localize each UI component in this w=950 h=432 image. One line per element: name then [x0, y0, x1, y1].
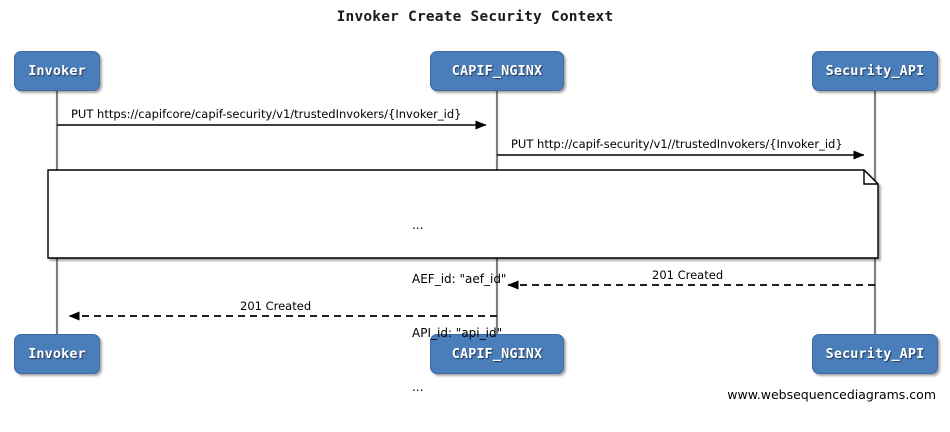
diagram-canvas — [47, 91, 879, 334]
footer-credit: www.websequencediagrams.com — [727, 387, 936, 402]
note-line: ... — [412, 218, 424, 232]
note-line: API_id: "api_id" — [412, 326, 503, 340]
participant-security-api-bottom[interactable]: Security_API — [812, 334, 938, 374]
participant-label: CAPIF_NGINX — [451, 346, 543, 362]
participant-capif-nginx-bottom[interactable]: CAPIF_NGINX — [430, 334, 564, 374]
message-label-201-created-capif-nginx: 201 Created — [240, 299, 312, 313]
participant-invoker-top[interactable]: Invoker — [14, 51, 100, 91]
note-request-body-text: ... AEF_id: "aef_id" API_id: "api_id" ..… — [412, 180, 506, 432]
note-line: ... — [412, 380, 424, 394]
message-label-put-capifcore: PUT https://capifcore/capif-security/v1/… — [71, 107, 462, 121]
participant-invoker-bottom[interactable]: Invoker — [14, 334, 100, 374]
participant-label: Security_API — [825, 346, 925, 362]
message-label-put-capif-security: PUT http://capif-security/v1//trustedInv… — [511, 137, 843, 151]
participant-label: Invoker — [28, 346, 86, 362]
page-title: Invoker Create Security Context — [336, 9, 614, 25]
participant-label: Invoker — [28, 63, 86, 79]
participant-capif-nginx-top[interactable]: CAPIF_NGINX — [430, 51, 564, 91]
sequence-diagram: Invoker Create Security Context — [14, 9, 938, 402]
note-line: AEF_id: "aef_id" — [412, 272, 507, 286]
participant-security-api-top[interactable]: Security_API — [812, 51, 938, 91]
note-request-body-shape — [47, 169, 879, 259]
message-label-201-created-security-api: 201 Created — [652, 268, 724, 282]
participant-label: Security_API — [825, 63, 925, 79]
participant-label: CAPIF_NGINX — [451, 63, 543, 79]
